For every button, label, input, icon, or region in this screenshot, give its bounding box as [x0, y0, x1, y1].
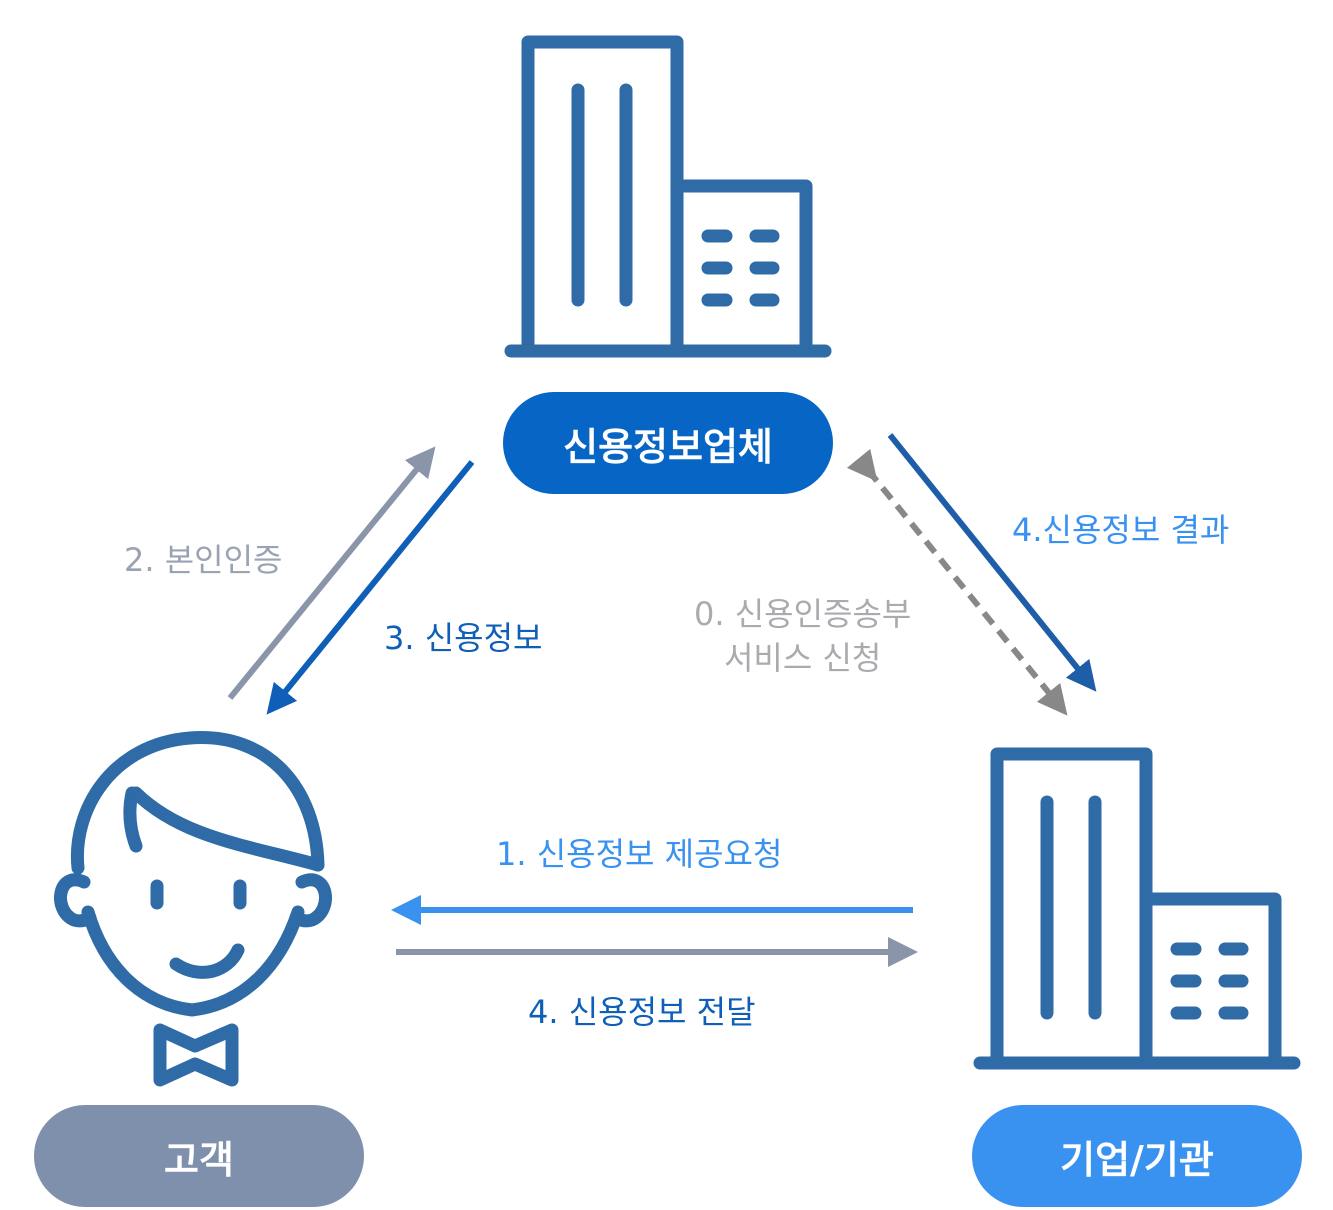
step2-label: 2. 본인인증	[124, 541, 283, 579]
step4-deliver-label: 4. 신용정보 전달	[528, 993, 756, 1031]
step1-label: 1. 신용정보 제공요청	[496, 835, 783, 873]
company-building-icon	[973, 747, 1301, 1070]
agency-building-icon	[504, 35, 832, 358]
customer-node-label: 고객	[34, 1105, 364, 1207]
company-node-label: 기업/기관	[972, 1105, 1302, 1207]
step0-label-line1: 0. 신용인증송부	[694, 595, 912, 633]
step4-result-arrow	[887, 433, 1097, 692]
step2-arrow	[227, 446, 436, 700]
step3-label: 3. 신용정보	[384, 619, 543, 657]
step0-label-line2: 서비스 신청	[723, 639, 882, 677]
customer-person-icon	[54, 731, 332, 1087]
step0-label: 0. 신용인증송부 서비스 신청	[694, 592, 911, 680]
agency-node-label: 신용정보업체	[503, 392, 833, 494]
step4-result-label: 4.신용정보 결과	[1012, 511, 1230, 549]
step0-dashed-arrow	[846, 448, 1068, 716]
step3-arrow	[266, 460, 475, 715]
